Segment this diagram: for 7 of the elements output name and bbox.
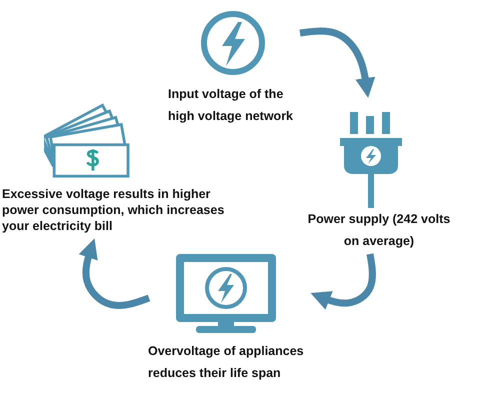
node-text: Excessive voltage results in higher power consumption, which increases your electricity bill — [2, 186, 226, 234]
node-text: Overvoltage of appliances reduces their life span — [148, 343, 305, 382]
node-text: Input voltage of the high voltage network — [168, 86, 294, 125]
curved-arrow — [310, 253, 376, 310]
node-text: Power supply (242 volts on average) — [306, 211, 452, 250]
curved-arrow — [78, 238, 150, 309]
curved-arrow — [300, 28, 376, 98]
